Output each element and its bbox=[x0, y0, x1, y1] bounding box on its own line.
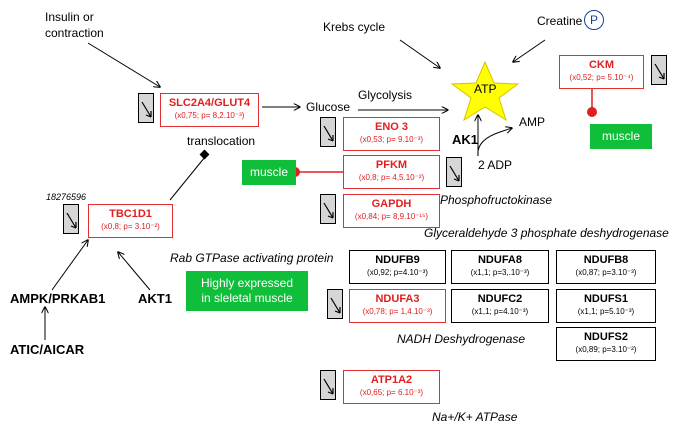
gene-name: NDUFS2 bbox=[583, 331, 628, 343]
gene-stat: (x0,8; p= 3.10⁻²) bbox=[101, 222, 160, 231]
gene-stat: (x0,75; p= 8,2.10⁻³) bbox=[174, 111, 245, 120]
highly-expressed-badge: Highly expressed in sleletal muscle bbox=[186, 271, 308, 311]
gene-name: NDUFA8 bbox=[477, 254, 522, 266]
gene-name: NDUFC2 bbox=[477, 293, 523, 305]
highly-expressed-line1: Highly expressed bbox=[200, 276, 294, 290]
gene-eno3: ENO 3 (x0,53; p= 9.10⁻³) bbox=[343, 117, 440, 151]
down-arrow-icon bbox=[320, 117, 336, 147]
label-contraction: contraction bbox=[45, 26, 104, 40]
inhibit-dot-ckm bbox=[587, 107, 597, 117]
down-arrow-icon bbox=[138, 93, 154, 123]
gene-name: NDUFB9 bbox=[375, 254, 420, 266]
gene-ndufa8: NDUFA8 (x1,1; p=3,.10⁻³) bbox=[451, 250, 549, 284]
gene-tbc1d1: TBC1D1 (x0,8; p= 3.10⁻²) bbox=[88, 204, 173, 238]
label-atic: ATIC/AICAR bbox=[10, 342, 85, 357]
gene-name: ATP1A2 bbox=[370, 374, 413, 386]
label-translocation: translocation bbox=[187, 134, 256, 148]
gene-stat: (x0,53; p= 9.10⁻³) bbox=[359, 135, 424, 144]
gene-slc2a4: SLC2A4/GLUT4 (x0,75; p= 8,2.10⁻³) bbox=[160, 93, 259, 127]
down-arrow-icon bbox=[63, 204, 79, 234]
label-akt1: AKT1 bbox=[138, 291, 172, 306]
highly-expressed-line2: in sleletal muscle bbox=[201, 291, 293, 305]
gene-ndufc2: NDUFC2 (x1,1; p=4.10⁻³) bbox=[451, 289, 549, 323]
gene-stat: (x1,1; p=5.10⁻³) bbox=[577, 307, 635, 316]
muscle-badge-ckm: muscle bbox=[590, 124, 652, 149]
gene-stat: (x0,52; p= 5.10⁻⁴) bbox=[569, 73, 634, 82]
gene-pfkm: PFKM (x0,8; p= 4,5.10⁻²) bbox=[343, 155, 440, 189]
label-naka-atpase: Na+/K+ ATPase bbox=[432, 410, 518, 424]
label-amp: AMP bbox=[519, 115, 546, 129]
phosphate-icon: P bbox=[584, 10, 604, 30]
gene-ndufa3: NDUFA3 (x0,78; p= 1,4.10⁻³) bbox=[349, 289, 446, 323]
down-arrow-icon bbox=[446, 157, 462, 187]
gene-name: CKM bbox=[588, 59, 615, 71]
arrow-creatine-to-atp bbox=[513, 39, 546, 62]
label-glyceraldehyde: Glyceraldehyde 3 phosphate deshydrogenas… bbox=[424, 226, 669, 240]
gene-stat: (x0,89; p=3.10⁻²) bbox=[575, 345, 637, 354]
arrow-ampk-to-tbc1d1 bbox=[51, 240, 88, 291]
gene-name: SLC2A4/GLUT4 bbox=[168, 97, 251, 109]
arrow-akt1-to-tbc1d1 bbox=[118, 252, 151, 291]
arrow-adp-to-amp bbox=[477, 128, 512, 157]
gene-ndufb9: NDUFB9 (x0,92; p=4.10⁻³) bbox=[349, 250, 446, 284]
inhibit-square bbox=[199, 149, 210, 160]
gene-name: GAPDH bbox=[371, 198, 412, 210]
down-arrow-icon bbox=[320, 194, 336, 224]
label-creatine: Creatine bbox=[537, 14, 583, 28]
gene-name: NDUFS1 bbox=[583, 293, 628, 305]
gene-stat: (x0,92; p=4.10⁻³) bbox=[367, 268, 428, 277]
arrow-krebs-to-atp bbox=[399, 39, 440, 68]
label-glycolysis: Glycolysis bbox=[358, 88, 413, 102]
down-arrow-icon bbox=[320, 370, 336, 400]
gene-name: PFKM bbox=[375, 159, 408, 171]
atp-star-icon bbox=[450, 60, 520, 122]
down-arrow-icon bbox=[327, 289, 343, 319]
label-insulin: Insulin or bbox=[45, 10, 94, 24]
label-glucose: Glucose bbox=[306, 100, 351, 114]
gene-stat: (x0,65; p= 6.10⁻³) bbox=[359, 388, 424, 397]
gene-ndufs2: NDUFS2 (x0,89; p=3.10⁻²) bbox=[556, 327, 656, 361]
arrow-insulin-to-glut4 bbox=[87, 42, 160, 87]
gene-stat: (x0,84; p= 8,9.10⁻¹⁵) bbox=[354, 212, 429, 221]
gene-atp1a2: ATP1A2 (x0,65; p= 6.10⁻³) bbox=[343, 370, 440, 404]
gene-ckm: CKM (x0,52; p= 5.10⁻⁴) bbox=[559, 55, 644, 89]
gene-stat: (x1,1; p=4.10⁻³) bbox=[471, 307, 529, 316]
muscle-badge-pfkm: muscle bbox=[242, 160, 296, 185]
label-reference-id: 18276596 bbox=[46, 192, 87, 202]
link-tbc1d1-translocation bbox=[169, 156, 206, 201]
label-atp: ATP bbox=[474, 82, 497, 96]
down-arrow-icon bbox=[651, 55, 667, 85]
gene-stat: (x0,87; p=3.10⁻³) bbox=[575, 268, 637, 277]
label-nadh: NADH Deshydrogenase bbox=[397, 332, 526, 346]
label-rab-gtpase: Rab GTPase activating protein bbox=[170, 251, 334, 265]
gene-name: NDUFA3 bbox=[375, 293, 420, 305]
gene-stat: (x0,8; p= 4,5.10⁻²) bbox=[358, 173, 425, 182]
label-2adp: 2 ADP bbox=[478, 158, 513, 172]
gene-name: NDUFB8 bbox=[583, 254, 629, 266]
gene-gapdh: GAPDH (x0,84; p= 8,9.10⁻¹⁵) bbox=[343, 194, 440, 228]
gene-ndufs1: NDUFS1 (x1,1; p=5.10⁻³) bbox=[556, 289, 656, 323]
label-krebs-cycle: Krebs cycle bbox=[323, 20, 386, 34]
gene-name: TBC1D1 bbox=[109, 208, 152, 220]
label-ak1: AK1 bbox=[452, 132, 479, 147]
label-phosphofructokinase: Phosphofructokinase bbox=[440, 193, 553, 207]
gene-ndufb8: NDUFB8 (x0,87; p=3.10⁻³) bbox=[556, 250, 656, 284]
label-ampk: AMPK/PRKAB1 bbox=[10, 291, 106, 306]
gene-stat: (x0,78; p= 1,4.10⁻³) bbox=[362, 307, 433, 316]
gene-name: ENO 3 bbox=[374, 121, 408, 133]
gene-stat: (x1,1; p=3,.10⁻³) bbox=[470, 268, 530, 277]
